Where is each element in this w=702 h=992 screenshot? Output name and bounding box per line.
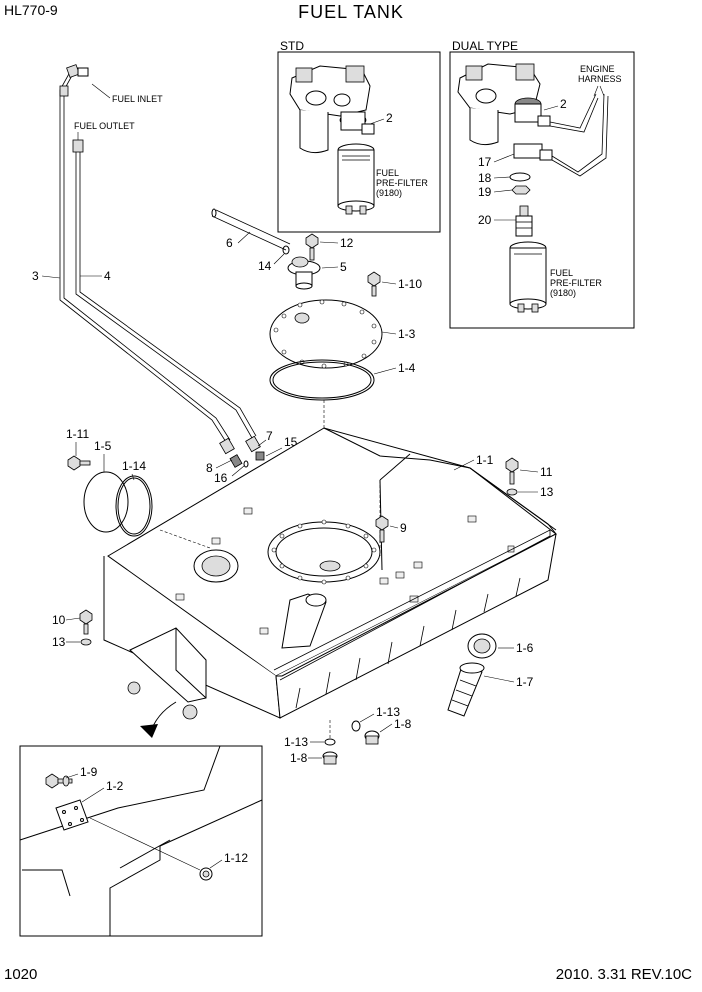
bolt-9 — [375, 515, 389, 543]
callout-1-1: 1-1 — [476, 453, 494, 467]
std-inset: STD 2 FUEL PRE-FILTER — [277, 39, 441, 233]
dual-fuel-label: FUEL — [550, 268, 573, 278]
callout-10: 10 — [52, 613, 66, 627]
drain-plug-1-8b — [322, 751, 338, 765]
harness-label-engine: ENGINE — [580, 64, 615, 74]
o-ring-1-13a — [351, 720, 361, 732]
washer-13b — [80, 638, 92, 646]
revision-date: 2010. 3.31 REV.10C — [555, 966, 692, 983]
page-title: FUEL TANK — [298, 2, 404, 22]
fuel-tank-body-1-1 — [103, 427, 557, 720]
dual-inset-title: DUAL TYPE — [452, 39, 518, 53]
callout-1-7: 1-7 — [516, 675, 534, 689]
std-pre-filter — [337, 143, 375, 215]
callout-6: 6 — [226, 236, 233, 250]
callout-13b: 13 — [52, 635, 66, 649]
cap-assembly-5 — [287, 256, 321, 290]
o-ring-14 — [282, 245, 290, 255]
std-filter-head — [289, 65, 371, 154]
callout-1-13b: 1-13 — [284, 735, 308, 749]
callout-1-4: 1-4 — [398, 361, 416, 375]
callout-13a: 13 — [540, 485, 554, 499]
gasket-1-4 — [269, 359, 375, 401]
dual-sensor-17 — [513, 143, 553, 161]
dual-o-ring — [509, 172, 531, 182]
std-fuel-label: FUEL — [376, 168, 399, 178]
drain-plug-1-8a — [364, 730, 380, 745]
dual-callout-2: 2 — [560, 97, 567, 111]
fuel-hoses — [59, 64, 265, 468]
dual-callout-19: 19 — [478, 185, 492, 199]
dual-sensor-2 — [514, 97, 551, 127]
callout-1-8b: 1-8 — [290, 751, 308, 765]
o-ring-1-13b — [324, 738, 336, 746]
detail-bracket-1-2 — [55, 799, 89, 831]
detail-inset: 1-9 1-2 1-12 — [19, 745, 263, 937]
filler-cap-1-6 — [467, 633, 497, 659]
callout-11: 11 — [540, 465, 553, 479]
std-sensor — [339, 111, 375, 135]
dual-pre-filter — [509, 241, 547, 313]
callout-12: 12 — [340, 236, 354, 250]
bolt-10 — [79, 609, 93, 635]
callout-8: 8 — [206, 461, 213, 475]
dual-adapter — [515, 205, 533, 237]
callout-1-5: 1-5 — [94, 439, 112, 453]
bolt-12 — [305, 233, 319, 261]
std-inset-title: STD — [280, 39, 304, 53]
callout-1-2: 1-2 — [106, 779, 124, 793]
callout-1-9: 1-9 — [80, 765, 98, 779]
harness-wire-upper — [549, 93, 597, 129]
bolt-1-10 — [367, 271, 381, 297]
callout-16: 16 — [214, 471, 228, 485]
fuel-inlet-label: FUEL INLET — [112, 94, 163, 104]
callout-1-10: 1-10 — [398, 277, 422, 291]
callout-1-6: 1-6 — [516, 641, 534, 655]
harness-wire-lower — [551, 93, 605, 173]
bolt-11 — [505, 457, 519, 485]
detail-bolt-1-9 — [45, 773, 73, 789]
callout-4: 4 — [104, 269, 111, 283]
callout-14: 14 — [258, 259, 272, 273]
harness-label-harness: HARNESS — [578, 74, 622, 84]
dual-inset: DUAL TYPE ENGINE HARNESS — [449, 39, 635, 329]
page-number: 1020 — [4, 966, 38, 983]
dual-prefilter-label: PRE-FILTER — [550, 278, 602, 288]
callout-1-13a: 1-13 — [376, 705, 400, 719]
callout-1-14: 1-14 — [122, 459, 146, 473]
callout-9: 9 — [400, 521, 407, 535]
dual-callout-18: 18 — [478, 171, 492, 185]
callout-5: 5 — [340, 260, 347, 274]
std-callout-2: 2 — [386, 111, 393, 125]
dual-partno-label: (9180) — [550, 288, 576, 298]
dual-callout-20: 20 — [478, 213, 492, 227]
fuel-outlet-label: FUEL OUTLET — [74, 121, 135, 131]
side-gasket-1-14 — [115, 475, 153, 537]
callout-7: 7 — [266, 429, 273, 443]
detail-cap-1-12 — [199, 867, 213, 881]
callout-1-3: 1-3 — [398, 327, 416, 341]
dual-callout-17: 17 — [478, 155, 492, 169]
bolt-1-11 — [67, 455, 91, 471]
model-code: HL770-9 — [4, 2, 58, 18]
callout-1-12: 1-12 — [224, 851, 248, 865]
cover-plate-1-3 — [269, 299, 383, 369]
fuel-outlet-fitting — [72, 139, 84, 153]
callout-1-8a: 1-8 — [394, 717, 412, 731]
dual-washer — [511, 185, 531, 195]
std-partno-label: (9180) — [376, 188, 402, 198]
callout-3: 3 — [32, 269, 39, 283]
washer-13 — [506, 488, 518, 496]
strainer-1-7 — [447, 662, 485, 717]
std-prefilter-label: PRE-FILTER — [376, 178, 428, 188]
callout-1-11: 1-11 — [66, 427, 89, 441]
